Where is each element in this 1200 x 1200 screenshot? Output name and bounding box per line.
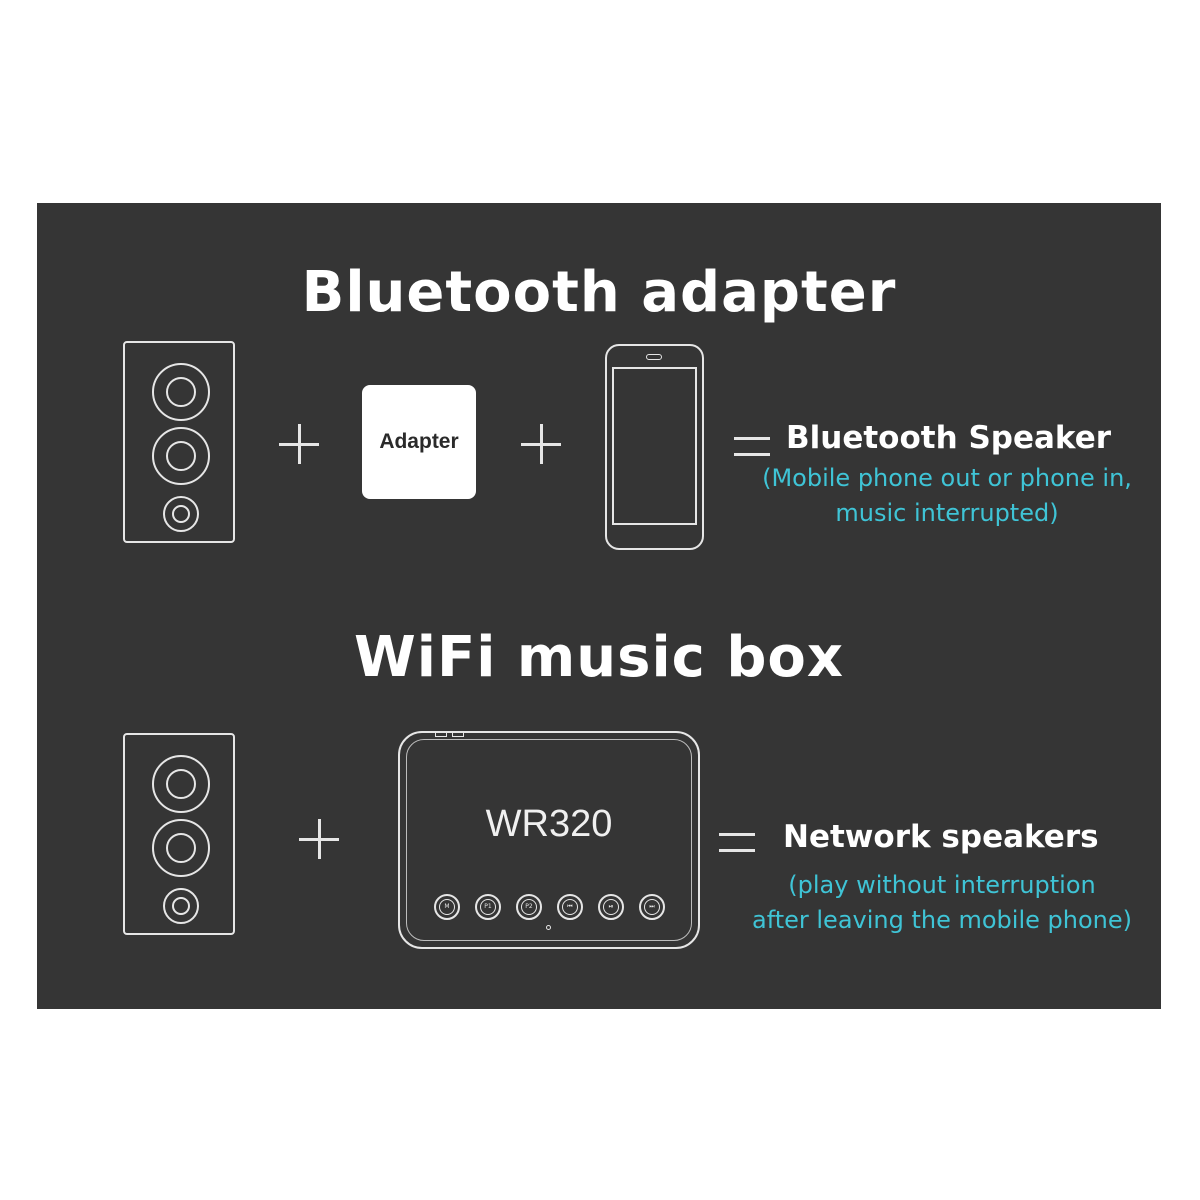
network-speakers-note-line2: after leaving the mobile phone)	[751, 906, 1132, 934]
equals-icon	[734, 434, 770, 456]
device-button-play-pause-icon: ⏯	[598, 894, 624, 920]
phone-icon	[605, 344, 704, 550]
adapter-label: Adapter	[379, 430, 459, 453]
speaker-icon	[123, 733, 235, 935]
network-speakers-note-line1: (play without interruption	[788, 871, 1096, 899]
plus-icon	[521, 424, 561, 464]
plus-icon	[299, 819, 339, 859]
device-button-m: M	[434, 894, 460, 920]
section-title-bluetooth: Bluetooth adapter	[301, 260, 897, 325]
device-button-next-icon: ⏭	[639, 894, 665, 920]
device-button-previous-icon: ⏮	[557, 894, 583, 920]
bluetooth-speaker-note-line2: music interrupted)	[835, 499, 1059, 527]
adapter-box: Adapter	[362, 385, 476, 499]
device-name: WR320	[485, 803, 613, 845]
wr320-device: WR320 M P1 P2 ⏮ ⏯ ⏭	[398, 731, 700, 949]
device-button-p2: P2	[516, 894, 542, 920]
plus-icon	[279, 424, 319, 464]
section-title-wifi: WiFi music box	[353, 625, 845, 690]
speaker-icon	[123, 341, 235, 543]
equals-icon	[719, 830, 755, 852]
bluetooth-speaker-label: Bluetooth Speaker	[786, 420, 1112, 456]
device-button-p1: P1	[475, 894, 501, 920]
diagram-panel: Bluetooth adapter Adapter Bluetooth Spea…	[37, 203, 1161, 1009]
bluetooth-speaker-note-line1: (Mobile phone out or phone in,	[762, 464, 1132, 492]
indicator-light	[546, 925, 551, 930]
network-speakers-label: Network speakers	[783, 819, 1099, 855]
